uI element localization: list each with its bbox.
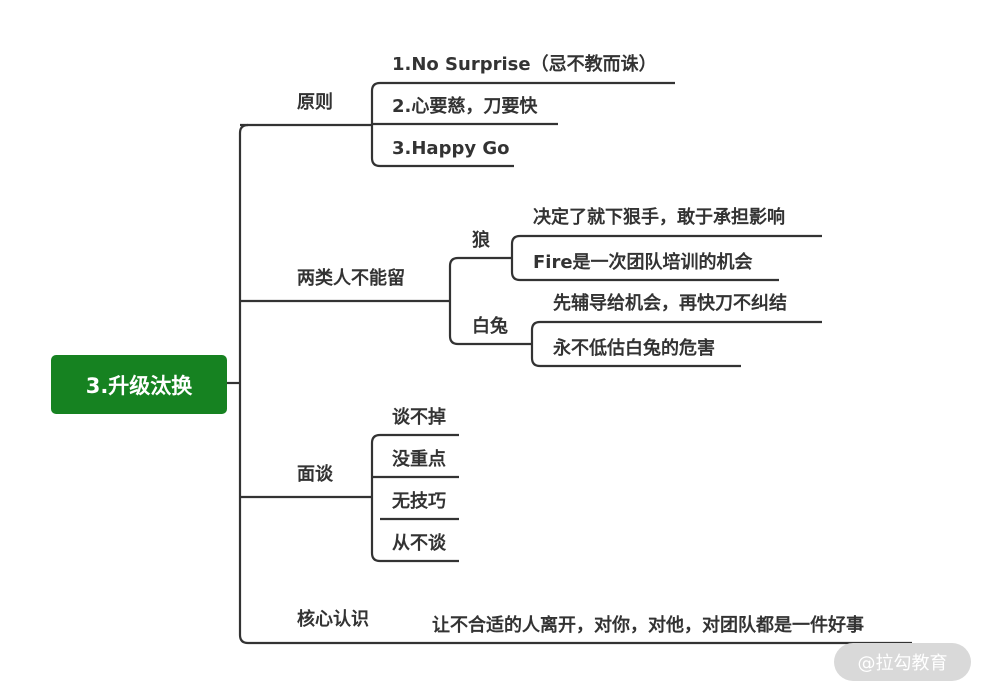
subbranch-wolf[interactable]: 狼 <box>472 230 490 251</box>
branch-interview[interactable]: 面谈 <box>297 464 333 485</box>
rabbit-item-2[interactable]: 永不低估白兔的危害 <box>553 338 715 359</box>
interview-item-4[interactable]: 从不谈 <box>392 533 446 554</box>
interview-item-1[interactable]: 谈不掉 <box>392 407 446 428</box>
principle-item-1[interactable]: 1.No Surprise（忌不教而诛） <box>392 54 657 75</box>
branch-principles[interactable]: 原则 <box>297 92 333 113</box>
principle-item-2[interactable]: 2.心要慈，刀要快 <box>392 96 538 117</box>
subbranch-rabbit[interactable]: 白兔 <box>472 316 508 337</box>
interview-item-2[interactable]: 没重点 <box>392 449 446 470</box>
watermark: @拉勾教育 <box>834 643 971 681</box>
core-item[interactable]: 让不合适的人离开，对你，对他，对团队都是一件好事 <box>432 615 864 636</box>
branch-core[interactable]: 核心认识 <box>297 609 369 630</box>
root-topic[interactable]: 3.升级汰换 <box>51 355 227 414</box>
interview-item-3[interactable]: 无技巧 <box>392 491 446 512</box>
branch-two-types[interactable]: 两类人不能留 <box>297 268 405 289</box>
rabbit-item-1[interactable]: 先辅导给机会，再快刀不纠结 <box>553 293 787 314</box>
wolf-item-2[interactable]: Fire是一次团队培训的机会 <box>533 252 753 273</box>
principle-item-3[interactable]: 3.Happy Go <box>392 138 510 159</box>
wolf-item-1[interactable]: 决定了就下狠手，敢于承担影响 <box>533 207 785 228</box>
